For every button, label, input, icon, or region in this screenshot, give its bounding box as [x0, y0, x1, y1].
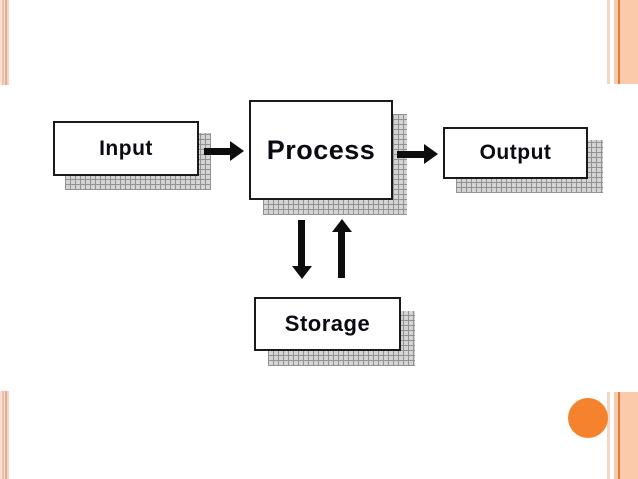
arrow-up-icon	[332, 219, 352, 232]
arrow-process-to-output-shaft	[397, 151, 424, 158]
arrow-down-icon	[292, 266, 312, 279]
node-process: Process	[249, 100, 393, 200]
arrow-right-icon	[230, 141, 244, 161]
accent-circle	[568, 398, 608, 438]
node-storage: Storage	[254, 297, 401, 351]
arrow-input-to-process-shaft	[204, 148, 230, 155]
right-edge-stripes-bottom	[607, 392, 638, 479]
node-output-label: Output	[479, 141, 552, 164]
node-input-label: Input	[99, 136, 153, 160]
right-edge-stripes-top	[607, 0, 638, 84]
node-storage-label: Storage	[284, 311, 371, 336]
arrow-right-icon	[424, 144, 438, 164]
arrow-storage-to-process-shaft	[338, 232, 345, 278]
left-edge-stripes-top	[0, 0, 9, 85]
node-process-label: Process	[266, 134, 376, 165]
arrow-process-to-storage-shaft	[298, 220, 305, 266]
node-input: Input	[53, 121, 199, 176]
node-output: Output	[443, 127, 588, 179]
left-edge-stripes-bottom	[0, 391, 9, 479]
